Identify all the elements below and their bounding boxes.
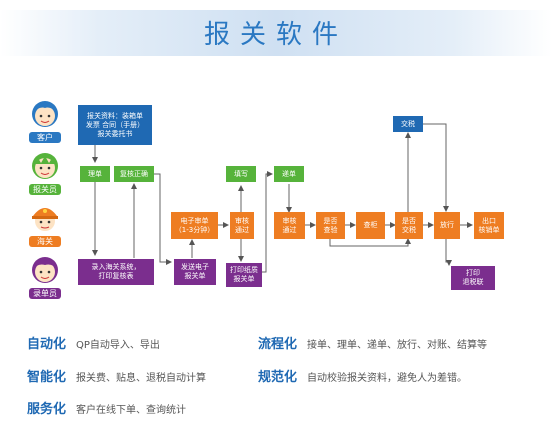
node-deliver: 递单 [274,166,304,182]
declarant-icon [32,153,58,179]
node-fill: 填写 [226,166,256,182]
feature-standard: 规范化 自动校验报关资料，避免人为差错。 [258,366,467,385]
role-label: 客户 [29,132,61,143]
feature-desc: 接单、理单、递单、放行、对账、结算等 [307,340,488,351]
node-print-tax: 打印 退税联 [451,266,495,290]
node-review-pass: 审核 通过 [230,212,254,239]
node-ede-review: 电子审单 （1-3分钟） [171,212,218,239]
node-receive: 理单 [80,166,110,182]
feature-title: 智能化 [27,370,67,385]
node-export-verify: 出口 核销单 [474,212,504,239]
node-send-ede: 发送电子 报关单 [174,259,216,285]
feature-desc: 报关费、贴息、退税自动计算 [76,373,207,384]
feature-service: 服务化 客户在线下单、查询统计 [27,398,186,417]
feature-desc: 客户在线下单、查询统计 [76,405,187,416]
feature-intelligence: 智能化 报关费、贴息、退税自动计算 [27,366,206,385]
role-customs: 海关 [29,202,61,247]
role-label: 录单员 [29,288,61,299]
node-tax: 交税 [393,116,423,132]
feature-automation: 自动化 QP自动导入、导出 [27,333,160,352]
node-tax-question: 是否 交税 [395,212,423,239]
feature-title: 规范化 [258,370,298,385]
role-declarant: 报关员 [29,150,61,195]
node-print-paper: 打印纸质 报关单 [226,263,262,287]
arrow-inspect-bypass [329,238,411,247]
node-inspect: 是否 查验 [316,212,345,239]
node-release: 放行 [434,212,460,239]
node-entry: 录入海关系统， 打印复核表 [78,259,154,285]
role-data-entry: 录单员 [29,254,61,299]
role-label: 海关 [29,236,61,247]
arrow-print-deliver [262,171,273,273]
customs-icon [32,208,58,231]
feature-desc: 自动校验报关资料，避免人为差错。 [307,373,468,384]
node-check: 查柜 [356,212,385,239]
feature-title: 自动化 [27,337,67,352]
node-customer-docs: 报关资料：装箱单 发票 合同（手册） 报关委托书 [78,105,152,145]
arrow-recheck-send [154,173,172,265]
node-recheck: 复核正确 [114,166,154,182]
feature-title: 流程化 [258,337,298,352]
feature-desc: QP自动导入、导出 [76,340,160,351]
data-entry-clerk-icon [32,257,58,283]
arrow-tax-release [423,123,449,212]
customer-icon [32,101,58,127]
page-title: 报关软件 [203,20,348,50]
feature-process: 流程化 接单、理单、递单、放行、对账、结算等 [258,333,487,352]
title-banner [0,10,552,56]
node-review-pass2: 审核 通过 [274,212,305,239]
feature-title: 服务化 [27,402,67,417]
role-label: 报关员 [29,184,61,195]
arrow-release-printtax [445,239,452,266]
role-customer: 客户 [29,98,61,143]
